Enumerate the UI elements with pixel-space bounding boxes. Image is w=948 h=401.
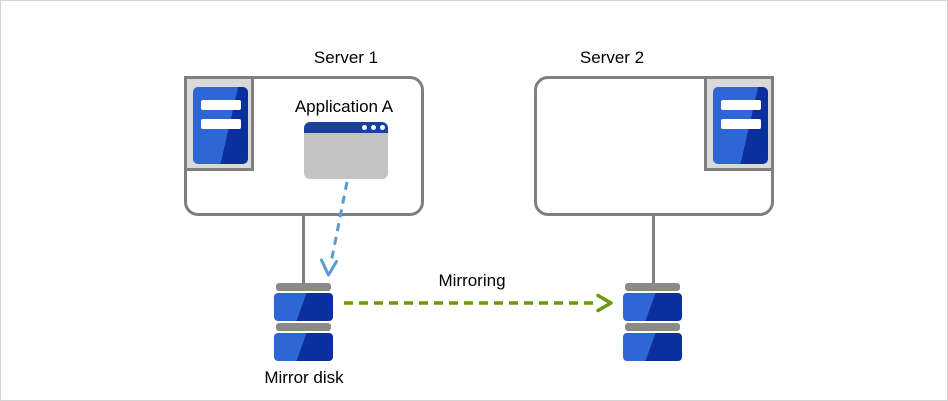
- mirroring-arrow: [344, 293, 613, 313]
- disk-cap: [625, 283, 680, 291]
- app-window-icon: [304, 122, 388, 179]
- disk-icon: [274, 283, 333, 361]
- server1-icon-frame: [184, 76, 254, 171]
- disk-platter: [274, 333, 333, 361]
- server1-disk-connector: [302, 214, 305, 284]
- server2-icon-frame: [704, 76, 774, 171]
- disk-icon: [623, 283, 682, 361]
- disk-platter: [623, 333, 682, 361]
- server-icon-slot: [201, 119, 241, 129]
- window-dot-icon: [362, 125, 367, 130]
- window-dot-icon: [371, 125, 376, 130]
- disk-cap: [625, 323, 680, 331]
- window-dot-icon: [380, 125, 385, 130]
- server-icon: [713, 87, 768, 164]
- app-window-body: [304, 133, 388, 179]
- server-icon-slot: [721, 119, 761, 129]
- app-window-titlebar: [304, 122, 388, 133]
- server2-label: Server 2: [579, 48, 645, 67]
- disk-cap: [276, 283, 331, 291]
- disk-cap: [276, 323, 331, 331]
- mirroring-label: Mirroring: [438, 271, 506, 290]
- server-icon: [193, 87, 248, 164]
- application-label: Application A: [294, 97, 394, 116]
- server-icon-slot: [721, 100, 761, 110]
- server2-disk-connector: [652, 214, 655, 284]
- server-icon-slot: [201, 100, 241, 110]
- disk-platter: [623, 293, 682, 321]
- disk-platter: [274, 293, 333, 321]
- server1-label: Server 1: [313, 48, 379, 67]
- mirror-disk-label: Mirror disk: [264, 368, 344, 387]
